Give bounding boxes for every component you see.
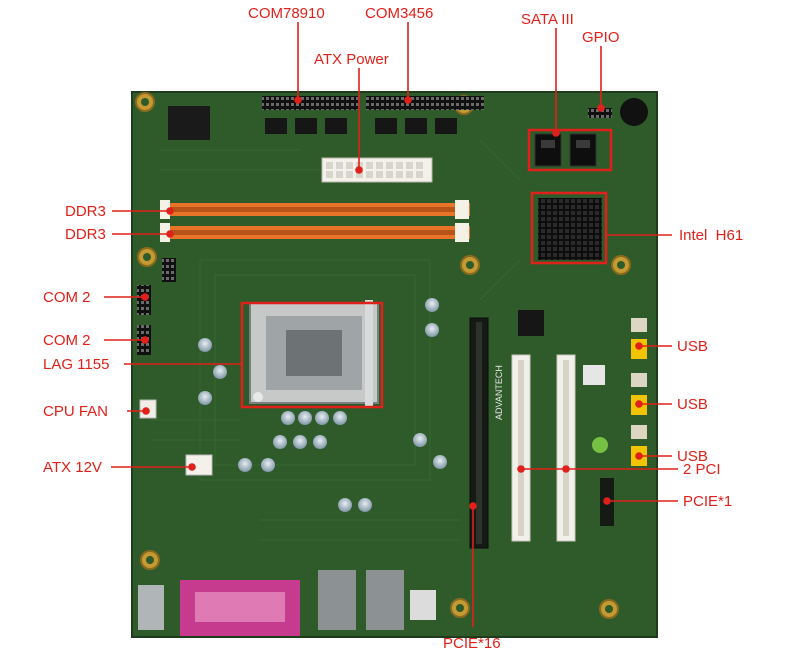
highlight-sata (527, 128, 613, 172)
highlight-h61 (530, 191, 608, 265)
rear-io (138, 570, 436, 636)
label-com2-a: COM 2 (43, 289, 91, 306)
pci-slot-1 (511, 354, 531, 542)
battery (592, 437, 608, 453)
label-ddr3-1: DDR3 (65, 203, 106, 220)
label-com2-b: COM 2 (43, 332, 91, 349)
lan-port-2 (366, 570, 404, 630)
com78910-header (262, 96, 358, 110)
label-lga1155: LAG 1155 (43, 356, 109, 373)
label-com3456: COM3456 (365, 5, 433, 22)
label-usb-1: USB (677, 338, 708, 355)
capacitors (198, 298, 447, 512)
label-usb-2: USB (677, 396, 708, 413)
label-intel-h61: Intel H61 (679, 227, 743, 244)
label-pci-2: 2 PCI (683, 461, 721, 478)
lan-port-1 (318, 570, 356, 630)
leader-lines (104, 22, 678, 627)
atx-power-connector (321, 157, 433, 183)
highlight-cpu-socket (240, 301, 384, 409)
label-atx12v: ATX 12V (43, 459, 102, 476)
sata-ports (534, 133, 597, 167)
com3456-header (366, 96, 484, 110)
buzzer (620, 98, 648, 126)
bios-chip (168, 106, 210, 140)
annotation-labels: COM78910 COM3456 ATX Power SATA III GPIO… (43, 5, 743, 652)
components: ADVANTECH (137, 96, 648, 636)
label-cpu-fan: CPU FAN (43, 403, 108, 420)
label-sata3: SATA III (521, 11, 574, 28)
label-com78910: COM78910 (248, 5, 325, 22)
label-atx-power: ATX Power (314, 51, 389, 68)
ddr3-slot-2 (160, 223, 470, 242)
label-gpio: GPIO (582, 29, 620, 46)
chip-lan (518, 310, 544, 336)
intel-h61-heatsink (538, 198, 602, 260)
audio-jack (410, 590, 436, 620)
board-brand: ADVANTECH (494, 365, 504, 420)
label-pcie-x1: PCIE*1 (683, 493, 732, 510)
highlight-boxes (240, 128, 613, 409)
pcb-traces (150, 139, 521, 541)
label-pcie-x16: PCIE*16 (443, 635, 501, 652)
jumper-block (583, 365, 605, 385)
cpu-socket (249, 300, 379, 406)
serial-chips (265, 118, 457, 134)
label-usb-3: USB (677, 448, 708, 465)
pcie-x16-slot (469, 317, 489, 549)
gpio-header (588, 108, 612, 118)
pci-slot-2 (556, 354, 576, 542)
header-misc (162, 258, 176, 282)
ps2-port (138, 585, 164, 630)
label-ddr3-2: DDR3 (65, 226, 106, 243)
ddr3-slot-1 (160, 200, 470, 219)
